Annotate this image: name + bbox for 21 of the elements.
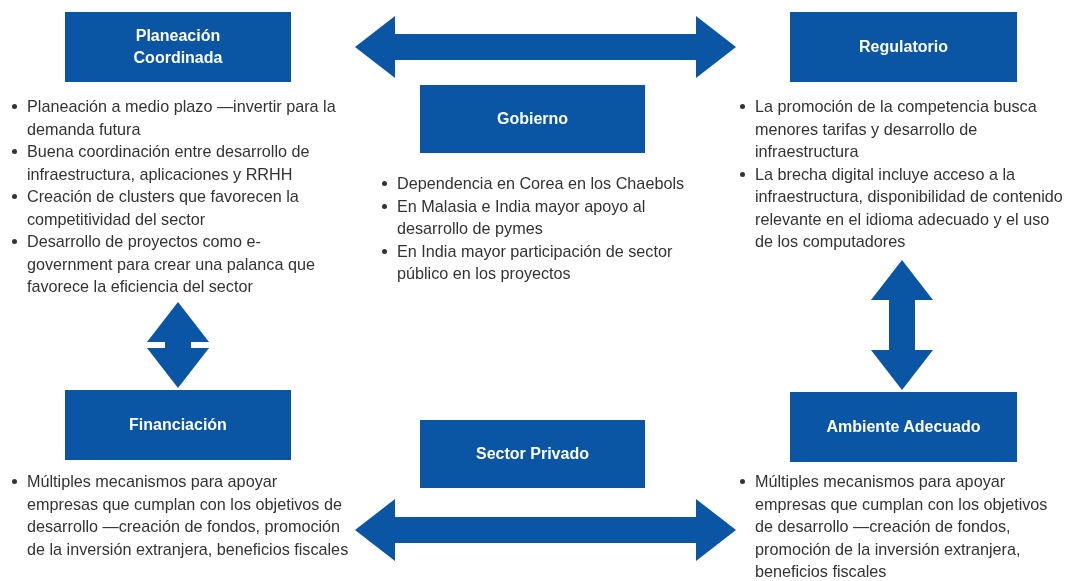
title-box: Regulatorio [790,12,1017,82]
bullet-text: En Malasia e India mayor apoyo al desarrollo de pymes [397,196,646,237]
bullet-text: Múltiples mecanismos para apoyar empresas que cumplan con los objetivos de desarrollo —creación de fondos, promoción de la inversión extranjera, beneficios fiscales [755,472,1048,580]
double-arrow [355,499,736,561]
double-arrow [355,16,736,78]
title-box: Planeación Coordinada [65,12,291,82]
bullet-text: Creación de clusters que favorecen la competitividad del sector [27,187,299,228]
title-box: Ambiente Adecuado [790,392,1017,462]
double-arrow [147,302,209,388]
bullet-text: Dependencia en Corea en los Chaebols [397,174,685,192]
bullet-text: Desarrollo de proyectos como e-government para crear una palanca que favorece la eficiencia del sector [27,232,315,295]
title-box: Gobierno [420,85,645,153]
title-box: Sector Privado [420,420,645,488]
bullet-text: Múltiples mecanismos para apoyar empresas que cumplan con los objetivos de desarrollo —creación de fondos, promoción de la inversión extranjera, beneficios fiscales [27,472,349,558]
double-arrow [871,260,933,390]
bullet-text: En India mayor participación de sector público en los proyectos [397,241,673,282]
bullet-text: La brecha digital incluye acceso a la infraestructura, disponibilidad de contenido relevante en el idioma adecuado y el uso de los computadores [755,164,1063,250]
bullet-text: Buena coordinación entre desarrollo de infraestructura, aplicaciones y RRHH [27,142,310,183]
bullet-text: La promoción de la competencia busca menores tarifas y desarrollo de infraestructura [755,97,1037,160]
bullet-text: Planeación a medio plazo —invertir para la demanda futura [27,97,336,138]
title-box: Financiación [65,390,291,460]
